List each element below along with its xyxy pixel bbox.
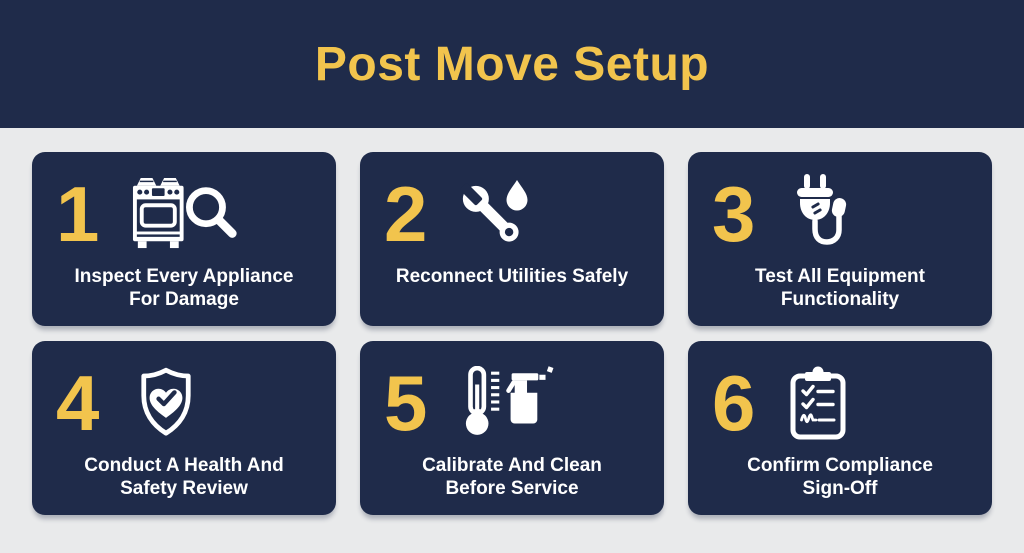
step-card-1-top: 1 bbox=[44, 166, 324, 262]
step-label-4: Conduct A Health And Safety Review bbox=[44, 454, 324, 500]
step-card-4: 4 Conduct A Health And Safety Review bbox=[32, 341, 336, 515]
step-label-line: Functionality bbox=[780, 289, 900, 311]
step-label-line: Reconnect Utilities Safely bbox=[395, 266, 629, 287]
shield-heart-check-icon bbox=[132, 367, 200, 439]
step-label-line: Before Service bbox=[445, 478, 579, 500]
step-number-2: 2 bbox=[384, 169, 428, 258]
page-title: Post Move Setup bbox=[314, 37, 710, 91]
wrench-droplet-icon bbox=[460, 177, 534, 251]
step-card-4-top: 4 bbox=[44, 355, 324, 451]
step-label-line: Calibrate And Clean bbox=[422, 455, 602, 476]
steps-grid: 1 bbox=[0, 152, 1024, 515]
step-card-5-top: 5 bbox=[372, 355, 652, 451]
step-number-4: 4 bbox=[56, 358, 100, 447]
step-card-2: 2 Reconnect Utilities Safely bbox=[360, 152, 664, 326]
step-card-3: 3 Test All Equipment Functionality bbox=[688, 152, 992, 326]
step-card-1: 1 bbox=[32, 152, 336, 326]
step-label-line: Test All Equipment bbox=[755, 266, 925, 287]
step-label-1: Inspect Every Appliance For Damage bbox=[44, 265, 324, 311]
step-number-1: 1 bbox=[56, 169, 100, 258]
step-label-line: For Damage bbox=[129, 289, 239, 311]
step-label-line: Inspect Every Appliance bbox=[74, 266, 294, 287]
power-plug-icon bbox=[788, 174, 852, 254]
header-banner: Post Move Setup bbox=[0, 0, 1024, 128]
step-number-3: 3 bbox=[712, 169, 756, 258]
step-card-2-top: 2 bbox=[372, 166, 652, 262]
step-number-5: 5 bbox=[384, 358, 428, 447]
step-label-6: Confirm Compliance Sign-Off bbox=[700, 454, 980, 500]
step-label-line: Conduct A Health And bbox=[84, 455, 284, 476]
step-number-6: 6 bbox=[712, 358, 756, 447]
step-label-line: Confirm Compliance bbox=[747, 455, 933, 476]
step-label-line: Safety Review bbox=[120, 478, 248, 500]
step-card-3-top: 3 bbox=[700, 166, 980, 262]
thermometer-spray-icon bbox=[460, 366, 555, 440]
step-card-5: 5 bbox=[360, 341, 664, 515]
step-card-6-top: 6 bbox=[700, 355, 980, 451]
step-label-2: Reconnect Utilities Safely bbox=[372, 265, 652, 288]
step-label-line: Sign-Off bbox=[802, 478, 878, 500]
step-card-6: 6 Confirm Compliance Sign-Off bbox=[688, 341, 992, 515]
step-label-5: Calibrate And Clean Before Service bbox=[372, 454, 652, 500]
step-label-3: Test All Equipment Functionality bbox=[700, 265, 980, 311]
clipboard-checklist-icon bbox=[788, 365, 848, 441]
stove-magnifier-icon bbox=[132, 175, 241, 253]
